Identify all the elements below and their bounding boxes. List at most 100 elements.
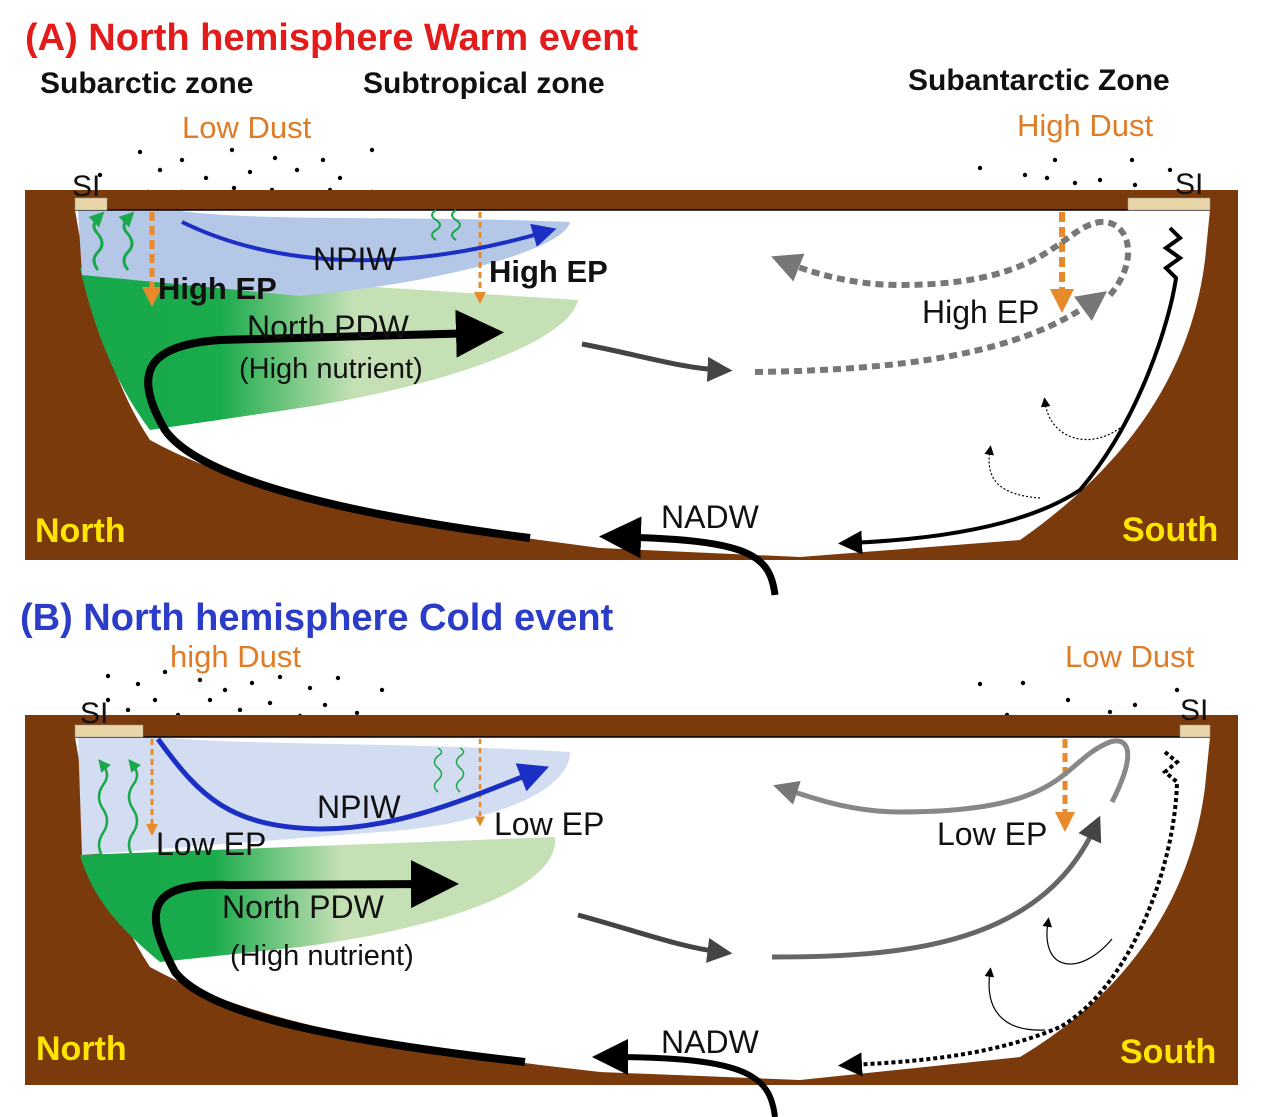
dust-particle: [1072, 180, 1078, 186]
ep-subtropical-label: Low EP: [494, 806, 604, 842]
aaiw-flow-arrow: [773, 738, 1131, 815]
sea-ice-north: [74, 197, 108, 211]
mixing-arrow: [984, 967, 1046, 1031]
sea-ice-north: [74, 724, 144, 738]
dust-particle: [1132, 702, 1138, 708]
nadw-label: NADW: [661, 1024, 760, 1060]
dust-particle: [379, 687, 385, 693]
pdw-water-mass: [80, 268, 578, 430]
south-label: South: [1120, 1033, 1216, 1071]
panel-b: (B) North hemisphere Cold event high Dus…: [20, 597, 1238, 1117]
si-north-label: SI: [80, 697, 108, 730]
si-south-label: SI: [1180, 694, 1208, 727]
mixing-arrow: [1040, 397, 1121, 441]
pdw-label: North PDW: [222, 889, 385, 925]
ep-north-label: High EP: [158, 271, 277, 306]
dust-particle: [247, 169, 253, 175]
dust-particle: [1097, 177, 1103, 183]
dust-particle: [1107, 709, 1113, 715]
si-north-label: SI: [72, 170, 100, 203]
dust-particle: [137, 149, 143, 155]
zone-subantarctic: Subantarctic Zone: [908, 64, 1170, 97]
sea-ice-south: [1179, 724, 1211, 738]
dust-particle: [337, 175, 343, 181]
ep-south-label: Low EP: [937, 816, 1047, 852]
dust-particle: [369, 147, 375, 153]
dust-particle: [1132, 182, 1138, 188]
aaiw-flow-arrow: [771, 218, 1131, 297]
dust-north-label: Low Dust: [182, 110, 312, 145]
dust-particle: [1065, 697, 1071, 703]
dust-south-label: Low Dust: [1065, 639, 1195, 674]
dust-particle: [105, 697, 111, 703]
pdw-label: North PDW: [247, 309, 410, 345]
south-label: South: [1122, 511, 1218, 549]
dust-particle: [179, 157, 185, 163]
dust-particle: [1129, 157, 1135, 163]
dust-particle: [203, 175, 209, 181]
dust-particle: [307, 685, 313, 691]
dust-particle: [1044, 175, 1050, 181]
dust-particle: [1020, 680, 1026, 686]
interior-flow-arrow: [577, 912, 733, 963]
zone-subarctic: Subarctic zone: [40, 67, 253, 100]
dust-particle: [105, 673, 111, 679]
upwelling-return-arrow: [754, 291, 1108, 375]
upwelling-squiggle: [431, 209, 441, 241]
dust-particle: [229, 147, 235, 153]
ep-north-label: Low EP: [156, 826, 266, 862]
dust-particle: [237, 707, 243, 713]
upwelling-arrow: [118, 211, 135, 271]
npiw-water-mass: [78, 737, 570, 855]
npiw-flow-arrow: [155, 737, 549, 832]
pdw-flow-arrow: [144, 309, 531, 542]
dust-particle: [335, 675, 341, 681]
upwelling-arrow: [88, 211, 105, 271]
nadw-label: NADW: [661, 499, 760, 535]
pdw-note: (High nutrient): [230, 940, 414, 972]
dust-particle: [152, 697, 158, 703]
dust-particle: [277, 674, 283, 680]
dust-north-label: high Dust: [170, 639, 301, 674]
pdw-note: (High nutrient): [239, 353, 423, 385]
mixing-arrow: [1042, 917, 1113, 965]
dust-particle: [157, 167, 163, 173]
southern-bottom-flow-arrow: [838, 226, 1184, 555]
nadw-flow-arrow: [592, 1039, 778, 1117]
npiw-label: NPIW: [313, 241, 397, 277]
dust-particle: [207, 697, 213, 703]
dust-particle: [1167, 167, 1173, 173]
upwelling-squiggle: [455, 747, 465, 793]
southern-bottom-flow-arrow: [838, 750, 1181, 1077]
panel-a: (A) North hemisphere Warm event Subarcti…: [25, 17, 1238, 596]
dust-particle: [135, 681, 141, 687]
nadw-flow-arrow: [599, 516, 779, 596]
zone-subtropical: Subtropical zone: [363, 67, 605, 100]
dust-particle: [977, 681, 983, 687]
upwelling-arrow: [127, 759, 142, 858]
panel-b-title: (B) North hemisphere Cold event: [20, 597, 614, 639]
dust-particle: [249, 680, 255, 686]
dust-particle: [294, 167, 300, 173]
ep-south-label: High EP: [922, 294, 1039, 330]
dust-particle: [197, 677, 203, 683]
dust-particle: [231, 185, 237, 191]
dust-particle: [97, 172, 103, 178]
dust-particle: [1052, 157, 1058, 163]
dust-particle: [267, 700, 273, 706]
basin: [25, 715, 1238, 1117]
dust-particle: [320, 157, 326, 163]
si-south-label: SI: [1175, 168, 1203, 201]
upwelling-squiggle: [451, 209, 461, 241]
interior-flow-arrow: [581, 341, 733, 382]
dust-particle: [125, 707, 131, 713]
north-label: North: [35, 512, 126, 550]
dust-particle: [272, 155, 278, 161]
panel-a-title: (A) North hemisphere Warm event: [25, 17, 638, 59]
dust-south-label: High Dust: [1017, 108, 1153, 143]
pdw-flow-arrow: [151, 860, 526, 1066]
npiw-label: NPIW: [317, 789, 401, 825]
npiw-flow-arrow: [181, 220, 557, 263]
upwelling-return-arrow: [771, 815, 1102, 960]
